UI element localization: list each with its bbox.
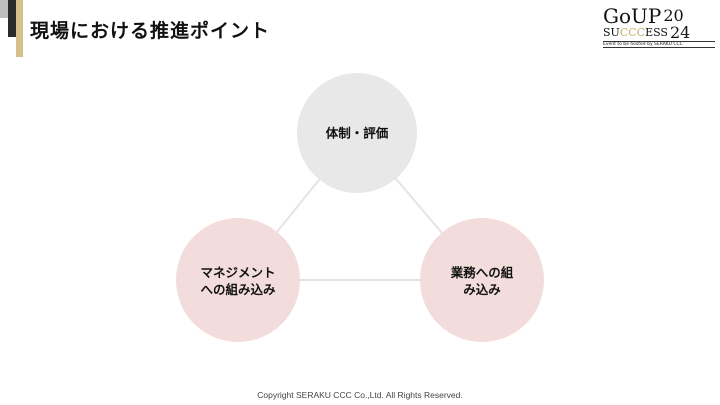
node-label-structure: 体制・評価 <box>325 125 389 141</box>
page-title: 現場における推進ポイント <box>30 20 271 42</box>
node-label-operations: 業務への組み込み <box>450 265 514 297</box>
node-circle-management <box>176 218 300 342</box>
copyright: Copyright SERAKU CCC Co.,Ltd. All Rights… <box>257 390 463 400</box>
accent-bar-dark <box>8 0 16 37</box>
node-label-management: マネジメントへの組み込み <box>200 265 276 297</box>
node-circle-operations <box>420 218 544 342</box>
node-circle-structure <box>297 73 417 193</box>
accent-bar-gold <box>16 0 23 57</box>
accent-bar-gray <box>0 0 8 18</box>
